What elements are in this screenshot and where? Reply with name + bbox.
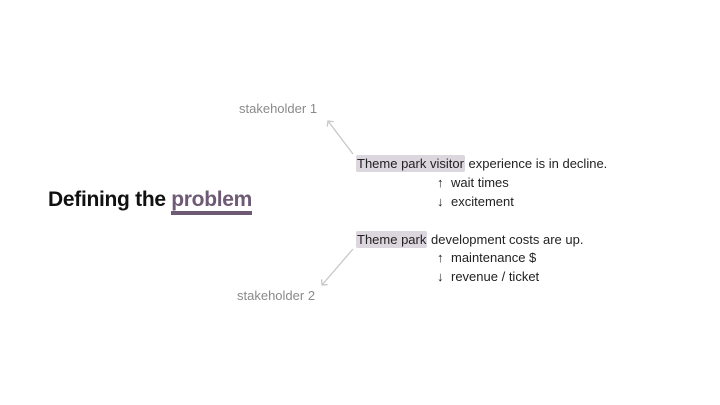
- point-wait-times: ↑ wait times: [437, 175, 509, 190]
- statement-2-highlight: Theme park: [356, 231, 428, 248]
- point-text: excitement: [451, 194, 514, 209]
- down-arrow-icon: ↓: [437, 194, 444, 209]
- connector-arrow-stakeholder-2: [320, 248, 354, 286]
- title-accent-word: problem: [171, 188, 252, 215]
- up-arrow-icon: ↑: [437, 175, 444, 190]
- statement-1-text: experience is in decline.: [464, 156, 608, 171]
- point-text: revenue / ticket: [451, 269, 540, 284]
- statement-development-costs: Theme park development costs are up.: [356, 231, 584, 248]
- point-maintenance: ↑ maintenance $: [437, 250, 536, 265]
- point-excitement: ↓ excitement: [437, 194, 514, 209]
- connector-arrow-stakeholder-1: [326, 120, 354, 155]
- down-arrow-icon: ↓: [437, 269, 444, 284]
- stakeholder-2-label: stakeholder 2: [237, 288, 316, 303]
- point-text: maintenance $: [451, 250, 537, 265]
- statement-1-highlight: Theme park visitor: [356, 155, 465, 172]
- point-text: wait times: [451, 175, 509, 190]
- title-prefix: Defining the: [48, 188, 172, 211]
- up-arrow-icon: ↑: [437, 250, 444, 265]
- stakeholder-1-label: stakeholder 1: [239, 101, 318, 116]
- statement-visitor-experience: Theme park visitor experience is in decl…: [356, 155, 608, 172]
- statement-2-text: development costs are up.: [427, 232, 584, 247]
- slide-title: Defining the problem: [48, 188, 252, 215]
- point-revenue-per-ticket: ↓ revenue / ticket: [437, 269, 539, 284]
